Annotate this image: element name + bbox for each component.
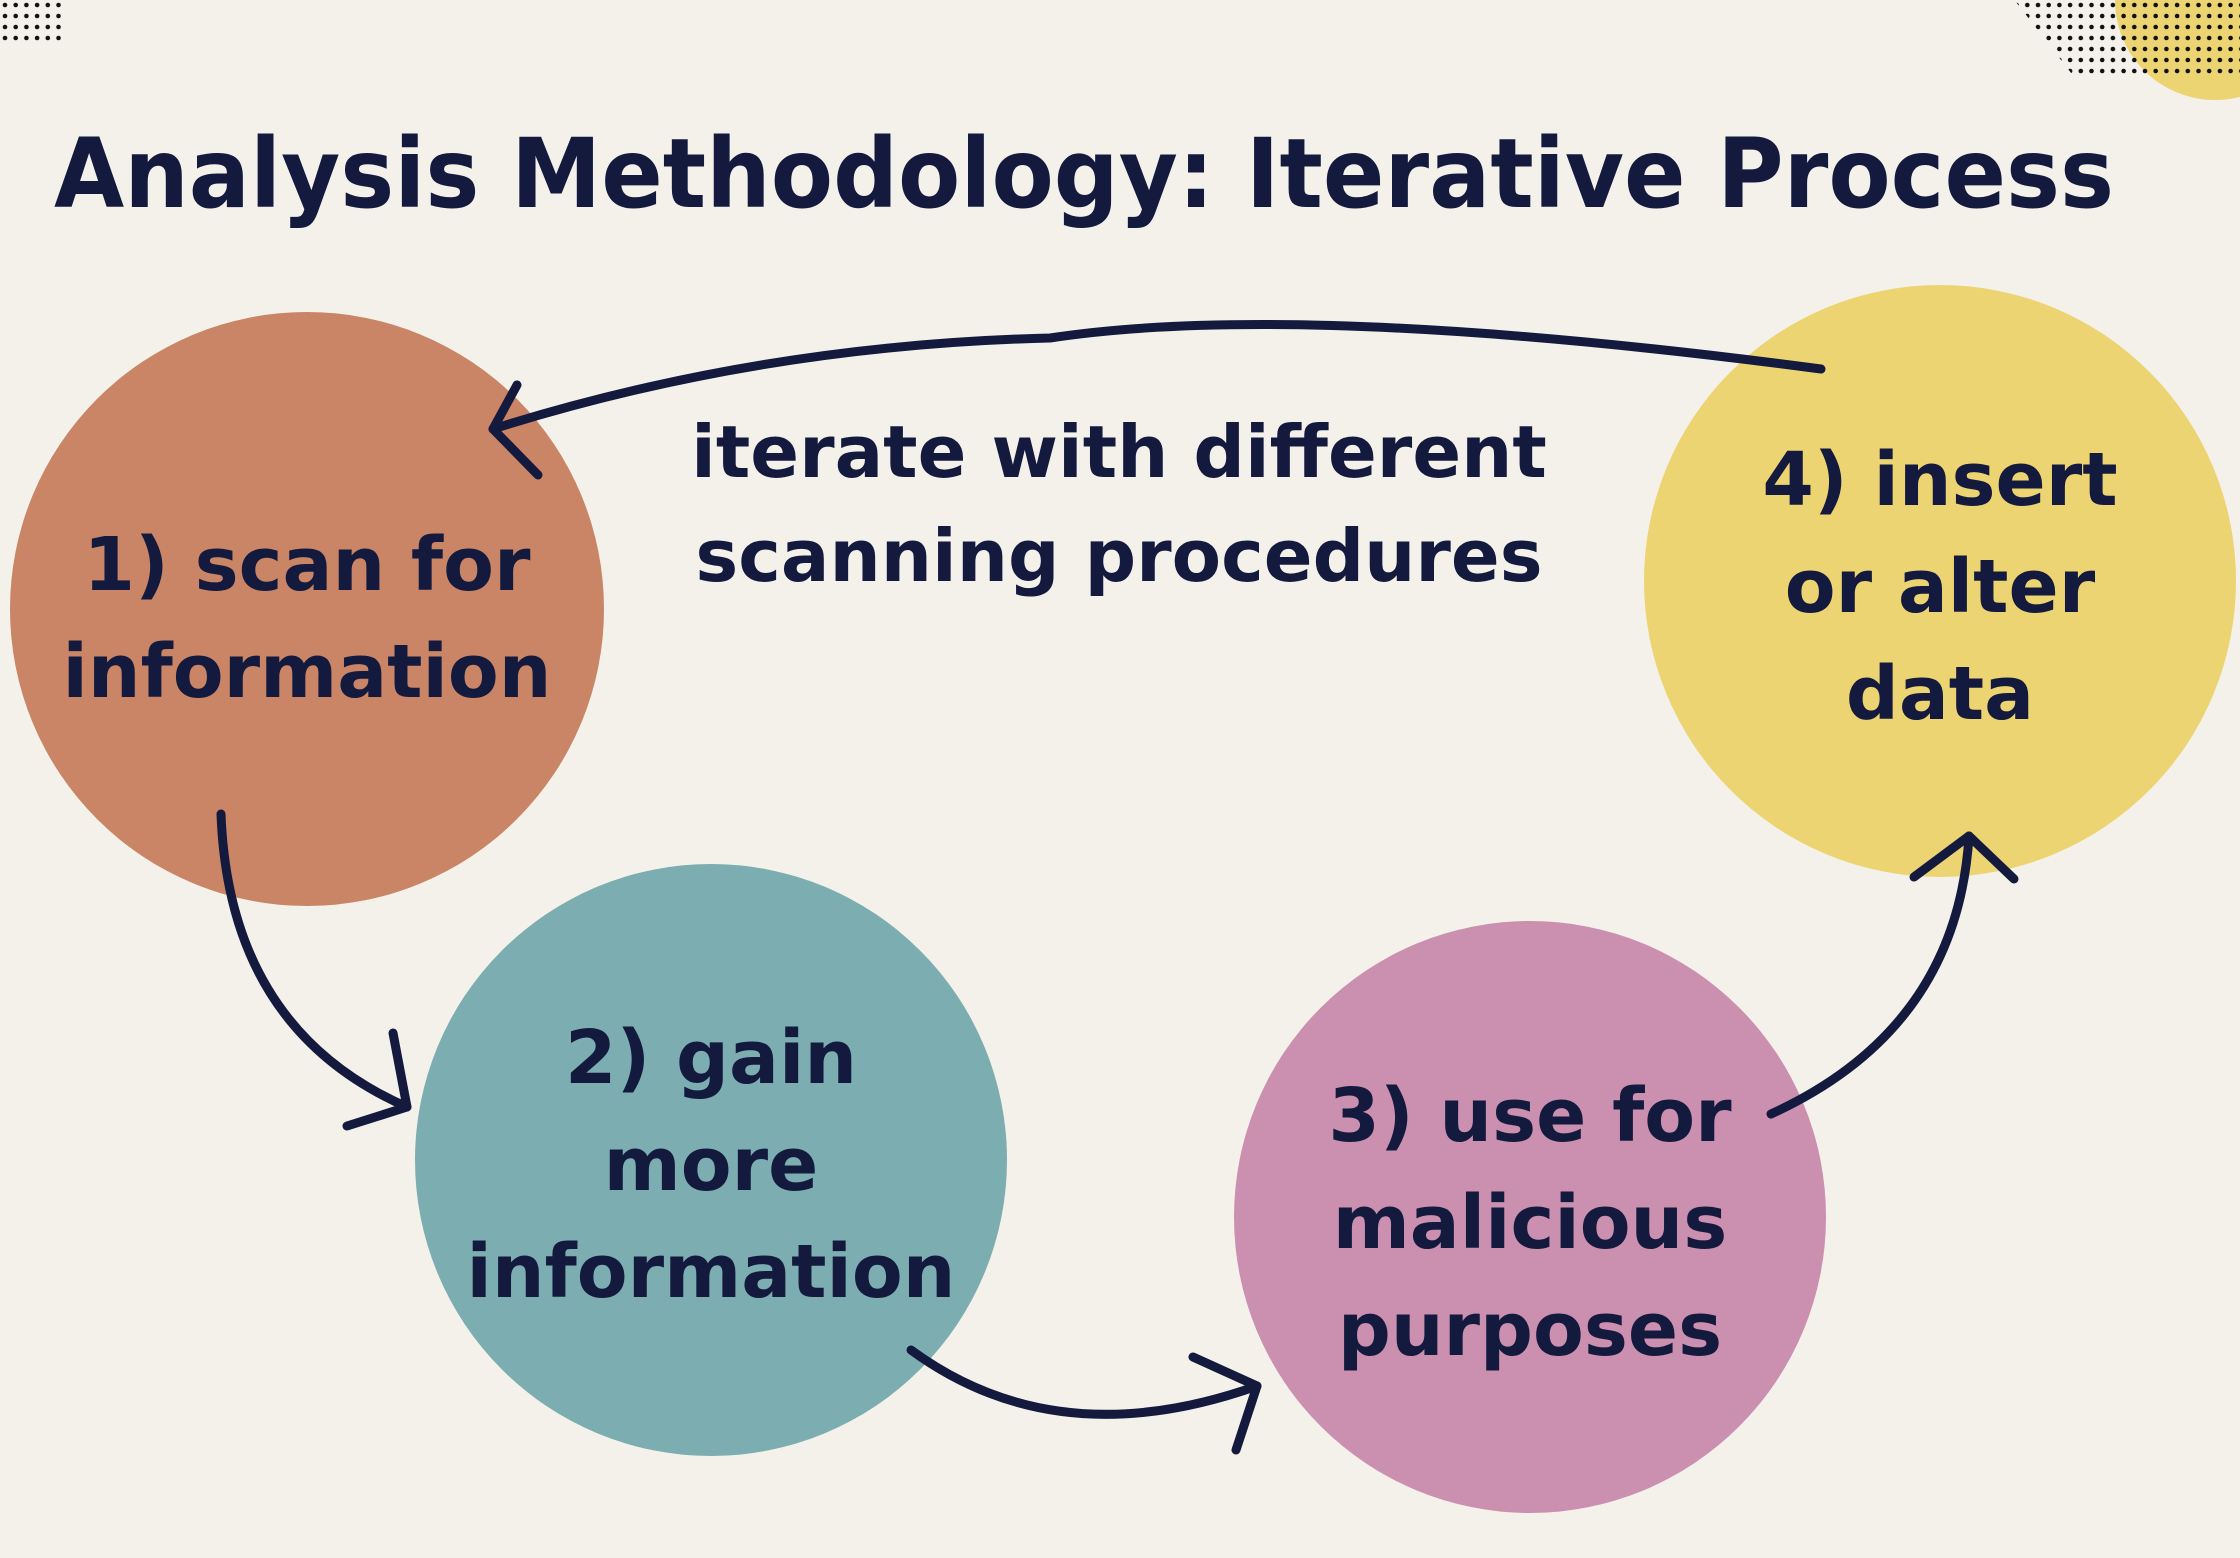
- step-4-circle: 4) insert or alter data: [1644, 285, 2236, 877]
- step-4-line: data: [1846, 651, 2034, 737]
- arrow-2-to-3: [906, 1345, 1262, 1455]
- iterate-note-line: iterate with different: [691, 410, 1547, 494]
- step-4-line: or alter: [1785, 544, 2096, 630]
- step-2-shape: [415, 864, 1007, 1456]
- dot-pattern-decoration: [2016, 2, 2240, 78]
- step-1-line: information: [63, 629, 552, 715]
- step-2-line: more: [604, 1122, 819, 1208]
- arrow-1-to-2: [216, 809, 412, 1131]
- step-1-line: 1) scan for: [84, 522, 531, 608]
- arrow-4-to-1: [488, 320, 1826, 480]
- page-title: Analysis Methodology: Iterative Process: [54, 118, 2114, 230]
- step-3-circle: 3) use for malicious purposes: [1234, 921, 1826, 1513]
- dot-pattern-decoration: [0, 0, 64, 44]
- step-3-line: malicious: [1333, 1180, 1728, 1266]
- step-1-shape: [10, 312, 604, 906]
- iterate-note-line: scanning procedures: [695, 514, 1542, 598]
- arrow-3-to-4: [1766, 831, 2019, 1119]
- step-3-shape: [1234, 921, 1826, 1513]
- step-4-shape: [1644, 285, 2236, 877]
- step-2-circle: 2) gain more information: [415, 864, 1007, 1456]
- step-2-line: information: [467, 1229, 956, 1315]
- step-3-line: purposes: [1338, 1287, 1722, 1373]
- step-4-line: 4) insert: [1762, 437, 2117, 523]
- step-1-circle: 1) scan for information: [10, 312, 604, 906]
- step-2-line: 2) gain: [565, 1015, 857, 1101]
- step-3-line: 3) use for: [1328, 1073, 1732, 1159]
